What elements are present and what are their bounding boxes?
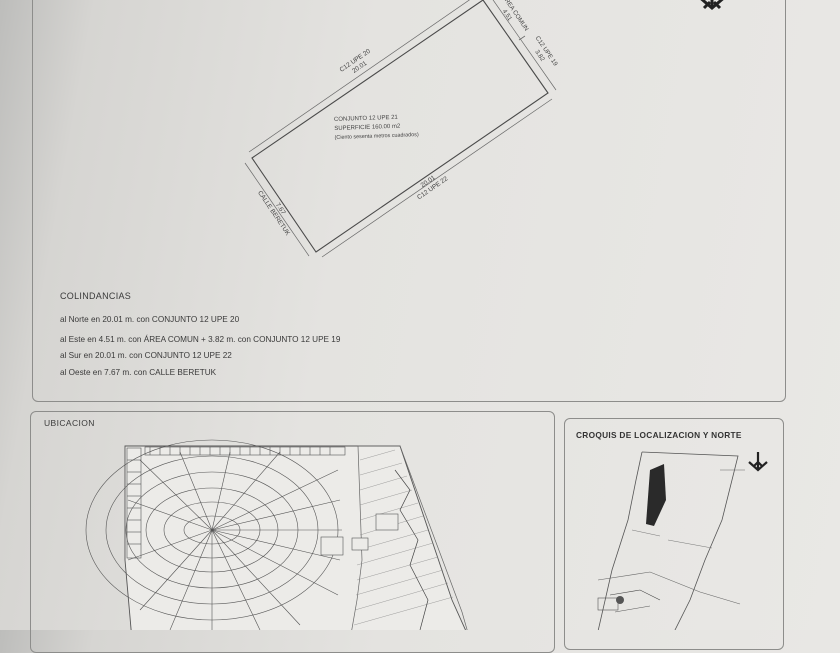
plan-frame [32, 0, 786, 402]
west-label: CALLE BERETUK [256, 190, 291, 238]
east-split-tick [518, 35, 526, 41]
croquis-north-arrow-icon [748, 452, 768, 472]
lot-area: SUPERFICIE 160.00 m2 [334, 124, 401, 132]
lot-plan-drawing: C12 UPE 20 20.01 20.01 C12 UPE 22 7.67 C… [85, 0, 768, 630]
north-dimension-line [248, 0, 470, 153]
colindancia-sur: al Sur en 20.01 m. con CONJUNTO 12 UPE 2… [60, 351, 232, 360]
colindancia-norte: al Norte en 20.01 m. con CONJUNTO 12 UPE… [60, 315, 240, 324]
site-map [85, 439, 468, 630]
lot-area-words: (Ciento sesenta metros cuadrados) [334, 132, 419, 141]
ubicacion-title: UBICACION [44, 418, 95, 428]
east-dimension-line [492, 0, 557, 91]
croquis-title: CROQUIS DE LOCALIZACION Y NORTE [576, 430, 742, 440]
south-dimension-line [321, 98, 553, 258]
north-arrow-icon [700, 0, 724, 10]
colindancia-oeste: al Oeste en 7.67 m. con CALLE BERETUK [60, 368, 217, 377]
lot-name: CONJUNTO 12 UPE 21 [334, 115, 399, 123]
location-sketch [597, 451, 768, 630]
lot-outline [251, 0, 549, 253]
highlighted-zone [646, 464, 666, 526]
colindancia-este: al Este en 4.51 m. con ÁREA COMUN + 3.82… [60, 335, 341, 344]
document-sheet: C12 UPE 20 20.01 20.01 C12 UPE 22 7.67 C… [30, 0, 786, 653]
colindancias-title: COLINDANCIAS [60, 291, 132, 301]
west-dimension-line [244, 162, 310, 257]
hatched-area [351, 445, 468, 630]
